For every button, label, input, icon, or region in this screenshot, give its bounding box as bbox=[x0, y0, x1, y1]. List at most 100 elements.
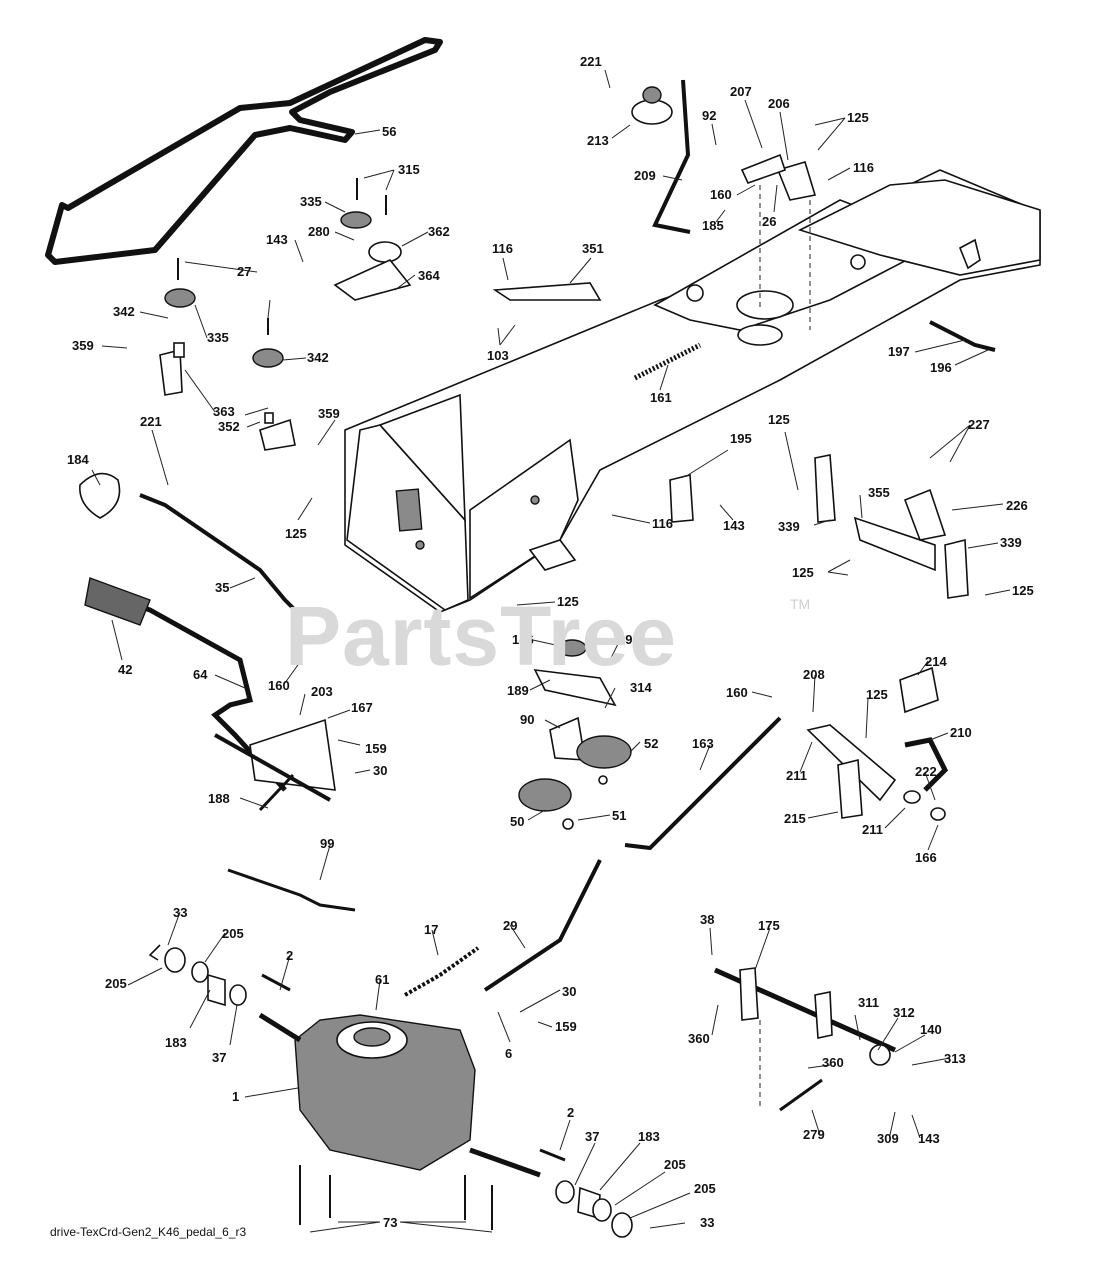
callout-2: 2 bbox=[567, 1105, 574, 1120]
axle-hardware-right bbox=[539, 1148, 633, 1238]
callout-195: 195 bbox=[730, 431, 752, 446]
rod-197 bbox=[929, 320, 996, 352]
callout-209: 209 bbox=[634, 168, 656, 183]
callout-61: 61 bbox=[375, 972, 389, 987]
callout-26: 26 bbox=[762, 214, 776, 229]
callout-166: 166 bbox=[915, 850, 937, 865]
bracket-351 bbox=[492, 282, 602, 301]
callout-159: 159 bbox=[555, 1019, 577, 1034]
callout-339: 339 bbox=[778, 519, 800, 534]
callout-205: 205 bbox=[105, 976, 127, 991]
callout-125: 125 bbox=[792, 565, 814, 580]
callout-197: 197 bbox=[888, 344, 910, 359]
callout-140: 140 bbox=[920, 1022, 942, 1037]
callout-339: 339 bbox=[1000, 535, 1022, 550]
callout-30: 30 bbox=[373, 763, 387, 778]
callout-143: 143 bbox=[723, 518, 745, 533]
watermark: PartsTree bbox=[285, 589, 677, 683]
callout-160: 160 bbox=[710, 187, 732, 202]
callout-125: 125 bbox=[768, 412, 790, 427]
callout-221: 221 bbox=[140, 414, 162, 429]
callout-99: 99 bbox=[320, 836, 334, 851]
callout-49: 49 bbox=[618, 632, 632, 647]
callout-214: 214 bbox=[925, 654, 947, 669]
callout-27: 27 bbox=[237, 264, 251, 279]
callout-56: 56 bbox=[382, 124, 396, 139]
callout-352: 352 bbox=[218, 419, 240, 434]
callout-360: 360 bbox=[822, 1055, 844, 1070]
callout-360: 360 bbox=[688, 1031, 710, 1046]
callout-29: 29 bbox=[503, 918, 517, 933]
callout-210: 210 bbox=[950, 725, 972, 740]
callout-309: 309 bbox=[877, 1131, 899, 1146]
callout-37: 37 bbox=[212, 1050, 226, 1065]
callout-125: 125 bbox=[866, 687, 888, 702]
callout-116: 116 bbox=[652, 516, 673, 531]
callout-33: 33 bbox=[173, 905, 187, 920]
spring-161 bbox=[633, 342, 702, 381]
callout-312: 312 bbox=[893, 1005, 915, 1020]
callout-313: 313 bbox=[944, 1051, 966, 1066]
callout-167: 167 bbox=[351, 700, 373, 715]
callout-205: 205 bbox=[222, 926, 244, 941]
callout-143: 143 bbox=[918, 1131, 940, 1146]
callout-161: 161 bbox=[650, 390, 672, 405]
callout-215: 215 bbox=[784, 811, 806, 826]
callout-363: 363 bbox=[213, 404, 235, 419]
callout-17: 17 bbox=[424, 922, 438, 937]
callout-311: 311 bbox=[858, 995, 879, 1010]
callout-73: 73 bbox=[383, 1215, 397, 1230]
callout-1: 1 bbox=[232, 1089, 239, 1104]
callout-196: 196 bbox=[930, 360, 952, 375]
callout-185: 185 bbox=[702, 218, 724, 233]
diagram-caption: drive-TexCrd-Gen2_K46_pedal_6_r3 bbox=[50, 1225, 247, 1239]
callout-183: 183 bbox=[165, 1035, 187, 1050]
callout-2: 2 bbox=[286, 948, 293, 963]
callout-labels: 56 315 335 280 362 143 364 27 342 335 34… bbox=[67, 54, 1034, 1233]
callout-6: 6 bbox=[505, 1046, 512, 1061]
callout-125: 125 bbox=[1012, 583, 1034, 598]
callout-280: 280 bbox=[308, 224, 330, 239]
idler-pulleys-upper bbox=[159, 211, 412, 451]
callout-160: 160 bbox=[268, 678, 290, 693]
callout-205: 205 bbox=[694, 1181, 716, 1196]
trademark-mark: TM bbox=[790, 596, 811, 612]
callout-207: 207 bbox=[730, 84, 752, 99]
callout-51: 51 bbox=[612, 808, 626, 823]
callout-143: 143 bbox=[266, 232, 288, 247]
callout-342: 342 bbox=[113, 304, 135, 319]
callout-206: 206 bbox=[768, 96, 790, 111]
callout-35: 35 bbox=[215, 580, 229, 595]
callout-92: 92 bbox=[702, 108, 716, 123]
callout-335: 335 bbox=[300, 194, 322, 209]
callout-116: 116 bbox=[853, 160, 874, 175]
callout-30: 30 bbox=[562, 984, 576, 999]
callout-186: 186 bbox=[512, 632, 534, 647]
callout-125: 125 bbox=[847, 110, 869, 125]
callout-50: 50 bbox=[510, 814, 524, 829]
callout-38: 38 bbox=[700, 912, 714, 927]
callout-211: 211 bbox=[786, 768, 807, 783]
motion-control-levers bbox=[84, 493, 336, 812]
callout-208: 208 bbox=[803, 667, 825, 682]
callout-90: 90 bbox=[520, 712, 534, 727]
callout-226: 226 bbox=[1006, 498, 1028, 513]
callout-125: 125 bbox=[557, 594, 579, 609]
callout-52: 52 bbox=[644, 736, 658, 751]
callout-359: 359 bbox=[72, 338, 94, 353]
callout-103: 103 bbox=[487, 348, 509, 363]
transaxle bbox=[258, 1012, 541, 1230]
callout-184: 184 bbox=[67, 452, 89, 467]
callout-355: 355 bbox=[868, 485, 890, 500]
callout-351: 351 bbox=[582, 241, 604, 256]
callout-175: 175 bbox=[758, 918, 780, 933]
callout-222: 222 bbox=[915, 764, 937, 779]
callout-221: 221 bbox=[580, 54, 602, 69]
callout-359: 359 bbox=[318, 406, 340, 421]
transmission-linkage bbox=[227, 859, 602, 997]
callout-314: 314 bbox=[630, 680, 652, 695]
callout-159: 159 bbox=[365, 741, 387, 756]
callout-362: 362 bbox=[428, 224, 450, 239]
callout-160: 160 bbox=[726, 685, 748, 700]
